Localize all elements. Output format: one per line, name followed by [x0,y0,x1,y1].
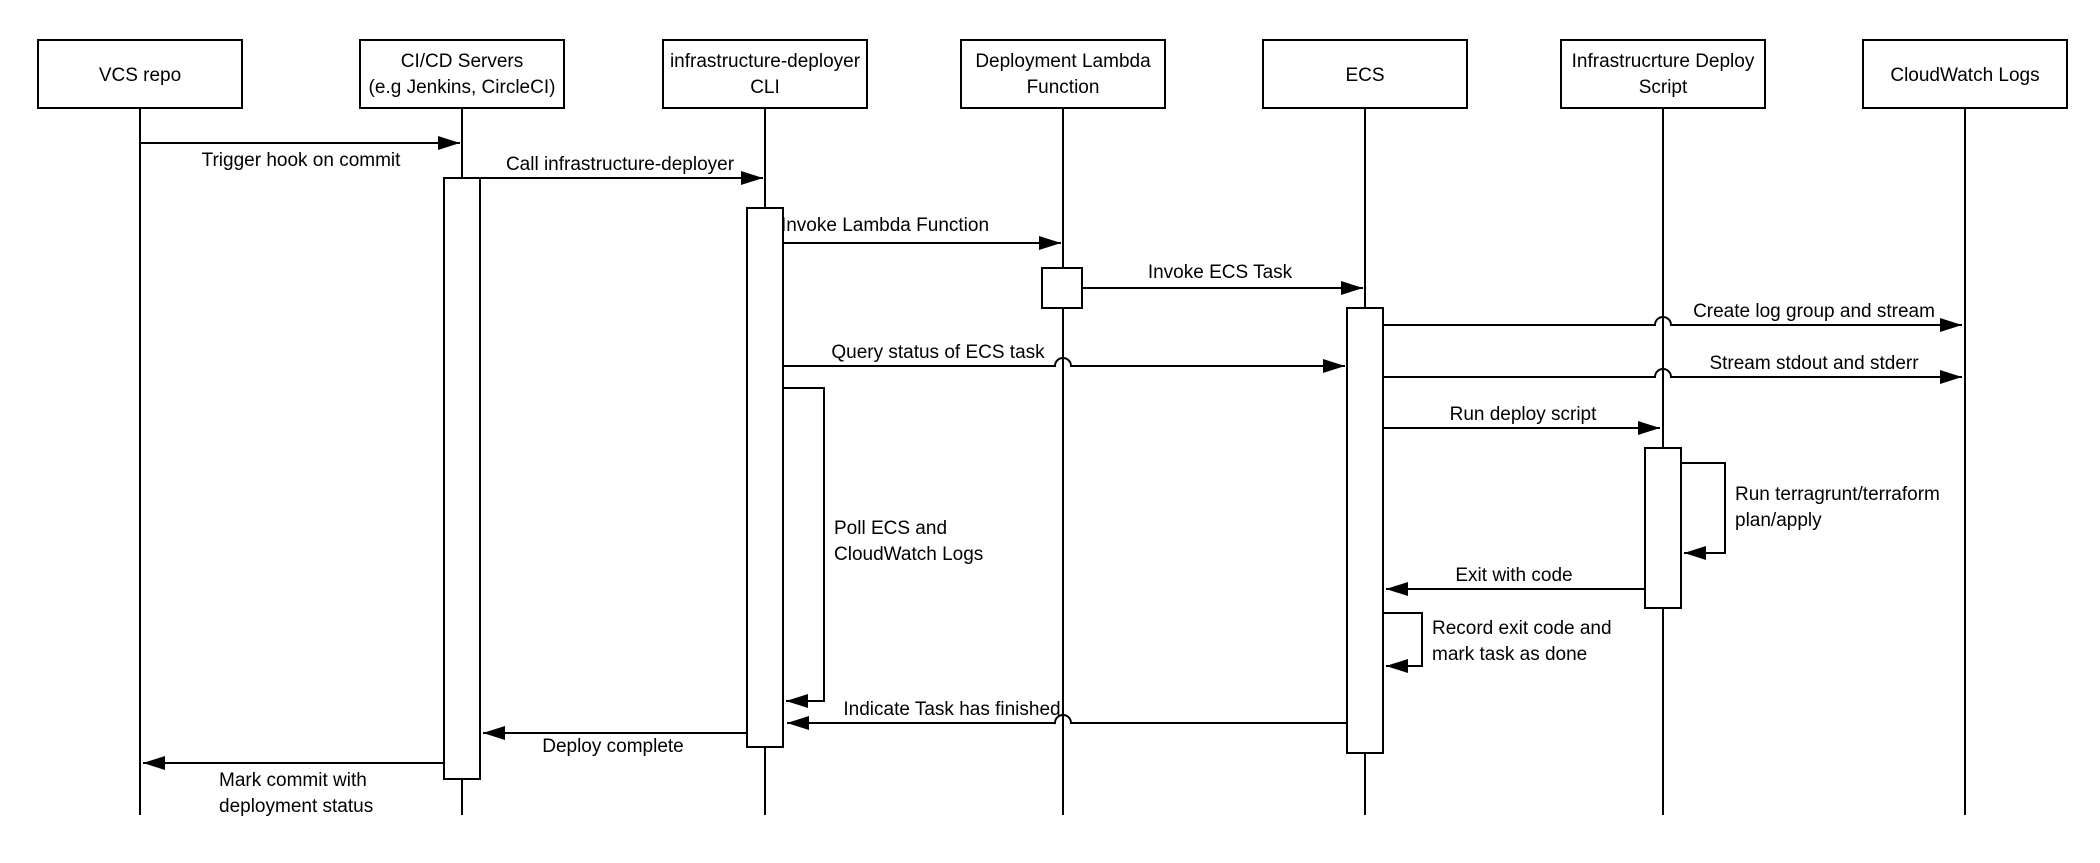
message-label-indicate-finished: Indicate Task has finished [843,699,1060,720]
participant-deployer-cli: infrastructure-deployer CLI [662,39,868,109]
self-loop-run-terragrunt [1681,462,1726,560]
participant-box-deployer-cli [662,39,868,109]
message-label-query-status: Query status of ECS task [831,342,1045,363]
participant-label-vcs-repo: VCS repo [99,65,181,86]
participant-box-cloudwatch-logs [1862,39,2068,109]
activation-bar-deployer-cli [746,207,784,748]
message-label-invoke-ecs: Invoke ECS Task [1148,262,1293,283]
activation-bar-deploy-script [1644,447,1682,609]
participant-label-cicd-servers-line2: (e.g Jenkins, CircleCI) [369,77,556,98]
message-arrow-indicate-finished [787,714,1346,730]
message-label-poll-line1: Poll ECS and [834,518,947,539]
participant-cicd-servers: CI/CD Servers (e.g Jenkins, CircleCI) [359,39,565,109]
participant-label-deployer-cli-line1: infrastructure-deployer [670,51,861,72]
message-label-deploy-complete: Deploy complete [542,736,684,757]
message-label-call-deployer: Call infrastructure-deployer [506,154,735,175]
message-arrow-create-log-group [1384,316,1962,332]
message-label-trigger-hook: Trigger hook on commit [202,150,402,171]
message-label-terragrunt-line1: Run terragrunt/terraform [1735,484,1940,505]
participant-label-lambda-function-line1: Deployment Lambda [975,51,1151,72]
message-label-mark-commit-line2: deployment status [219,796,373,817]
message-arrow-query-status [784,357,1345,373]
message-label-terragrunt-line2: plan/apply [1735,510,1822,531]
message-label-create-log-group: Create log group and stream [1693,301,1935,322]
participant-box-lambda-function [960,39,1166,109]
participant-label-deploy-script-line1: Infrastrucrture Deploy [1572,51,1755,72]
message-label-mark-commit-line1: Mark commit with [219,770,367,791]
message-label-exit-with-code: Exit with code [1455,565,1572,586]
participant-label-ecs: ECS [1345,65,1384,86]
message-arrow-stream-stdout [1384,368,1962,384]
activation-bar-ecs [1346,307,1384,754]
participant-lambda-function: Deployment Lambda Function [960,39,1166,109]
participant-box-deploy-script [1560,39,1766,109]
participant-label-lambda-function-line2: Function [1027,77,1100,98]
self-loop-poll-ecs [783,387,825,708]
participant-label-cicd-servers-line1: CI/CD Servers [401,51,523,72]
participant-deploy-script: Infrastrucrture Deploy Script [1560,39,1766,109]
self-loop-record-exit-code [1383,612,1423,673]
message-label-record-line1: Record exit code and [1432,618,1612,639]
message-label-stream-stdout: Stream stdout and stderr [1709,353,1919,374]
participant-label-deploy-script-line2: Script [1639,77,1688,98]
message-label-run-deploy-script: Run deploy script [1450,404,1598,425]
message-label-poll-line2: CloudWatch Logs [834,544,983,565]
message-label-record-line2: mark task as done [1432,644,1587,665]
participant-box-ecs [1262,39,1468,109]
participant-ecs: ECS [1262,39,1468,109]
activation-bar-cicd-servers [443,177,481,780]
participant-label-cloudwatch-logs: CloudWatch Logs [1890,65,2039,86]
participant-box-cicd-servers [359,39,565,109]
participant-box-vcs-repo [37,39,243,109]
participant-vcs-repo: VCS repo [37,39,243,109]
message-label-invoke-lambda: Invoke Lambda Function [781,215,989,236]
participant-label-deployer-cli-line2: CLI [750,77,780,98]
activation-bar-lambda-function [1041,267,1083,309]
participant-cloudwatch-logs: CloudWatch Logs [1862,39,2068,109]
